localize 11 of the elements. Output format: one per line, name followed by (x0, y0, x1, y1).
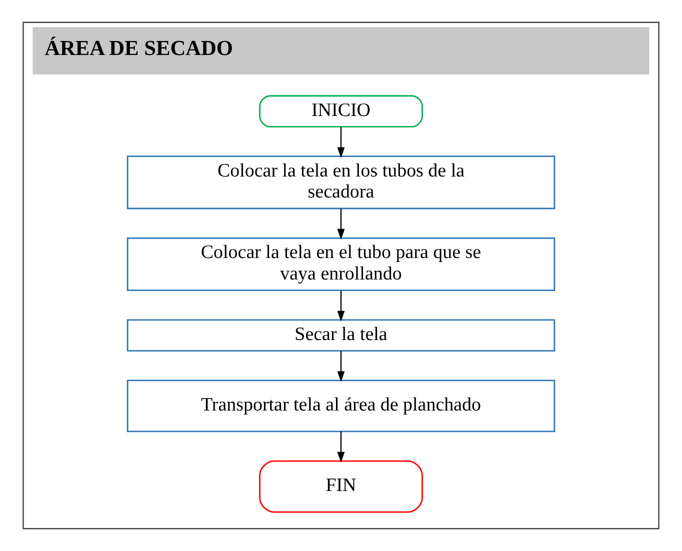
node-box: Colocar la tela en los tubos de la secadora (126, 156, 556, 210)
arrow (337, 351, 345, 382)
arrow (337, 126, 345, 158)
node-box: INICIO (259, 95, 423, 128)
node-box: Secar la tela (126, 319, 556, 352)
node-box: Transportar tela al área de planchado (126, 380, 556, 432)
node-box: FIN (259, 460, 423, 513)
node-box: Colocar la tela en el tubo para que se vaya enrollando (126, 237, 556, 292)
arrow (337, 208, 345, 240)
arrow (337, 290, 345, 322)
arrow (337, 431, 345, 463)
